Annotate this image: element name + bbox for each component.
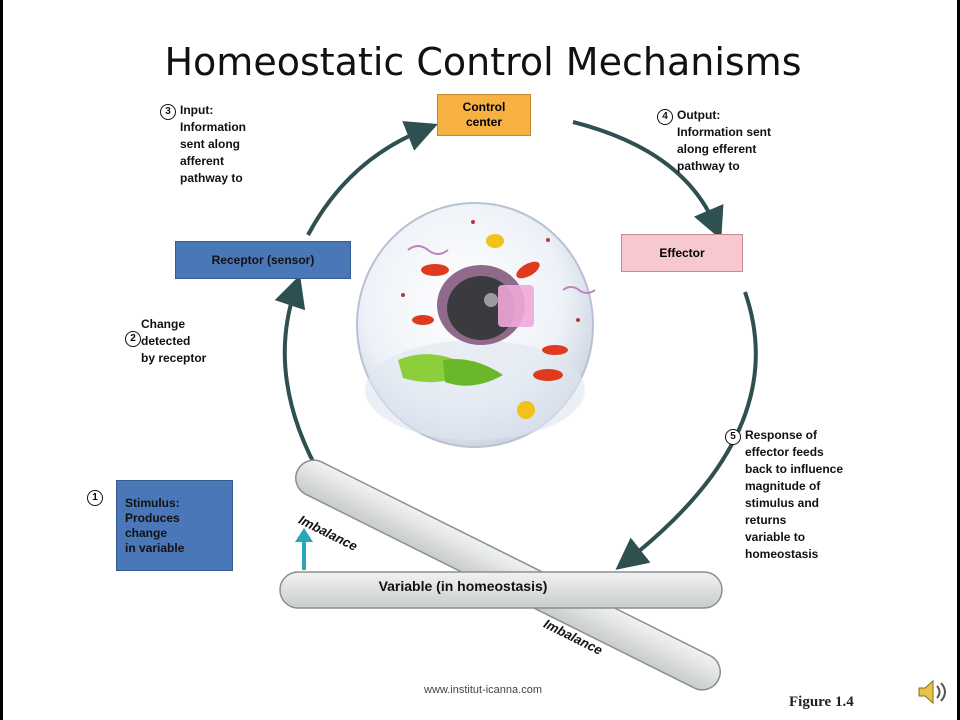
receptor-box: Receptor (sensor) — [175, 241, 351, 279]
stimulus-box: Stimulus: Produces change in variable — [116, 480, 233, 571]
arrow-receptor-to-control — [306, 121, 438, 236]
effector-box: Effector — [621, 234, 743, 272]
up-arrow-icon — [295, 528, 313, 542]
receptor-label: Receptor (sensor) — [211, 252, 315, 267]
step2-text: Change detected by receptor — [141, 317, 207, 365]
footer-url: www.institut-icanna.com — [424, 684, 542, 696]
step5-number: 5 — [725, 428, 741, 445]
step3-text: Input: Information sent along afferent p… — [180, 103, 246, 185]
figure-label: Figure 1.4 — [789, 694, 854, 710]
arrow-effector-to-variable — [615, 291, 758, 570]
control-center-label: Control center — [462, 100, 506, 129]
variable-bar — [279, 571, 723, 609]
variable-label: Variable (in homeostasis) — [378, 578, 548, 594]
stimulus-label: Stimulus: Produces change in variable — [125, 495, 185, 555]
step4-number: 4 — [657, 108, 673, 125]
cell-illustration — [356, 202, 596, 448]
effector-label: Effector — [659, 245, 705, 260]
step4-text: Output: Information sent along efferent … — [677, 108, 772, 173]
control-center-box: Control center — [437, 94, 531, 136]
diagram-graphics — [274, 120, 758, 691]
speaker-icon[interactable] — [913, 674, 953, 710]
arrow-control-to-effector — [572, 120, 724, 240]
step3-number: 3 — [160, 103, 176, 120]
arrow-stimulus-to-receptor — [274, 274, 325, 482]
step1-number: 1 — [87, 490, 103, 506]
step2-number: 2 — [125, 331, 141, 347]
page-title: Homeostatic Control Mechanisms — [164, 40, 802, 84]
step5-text: Response of effector feeds back to influ… — [745, 428, 844, 561]
